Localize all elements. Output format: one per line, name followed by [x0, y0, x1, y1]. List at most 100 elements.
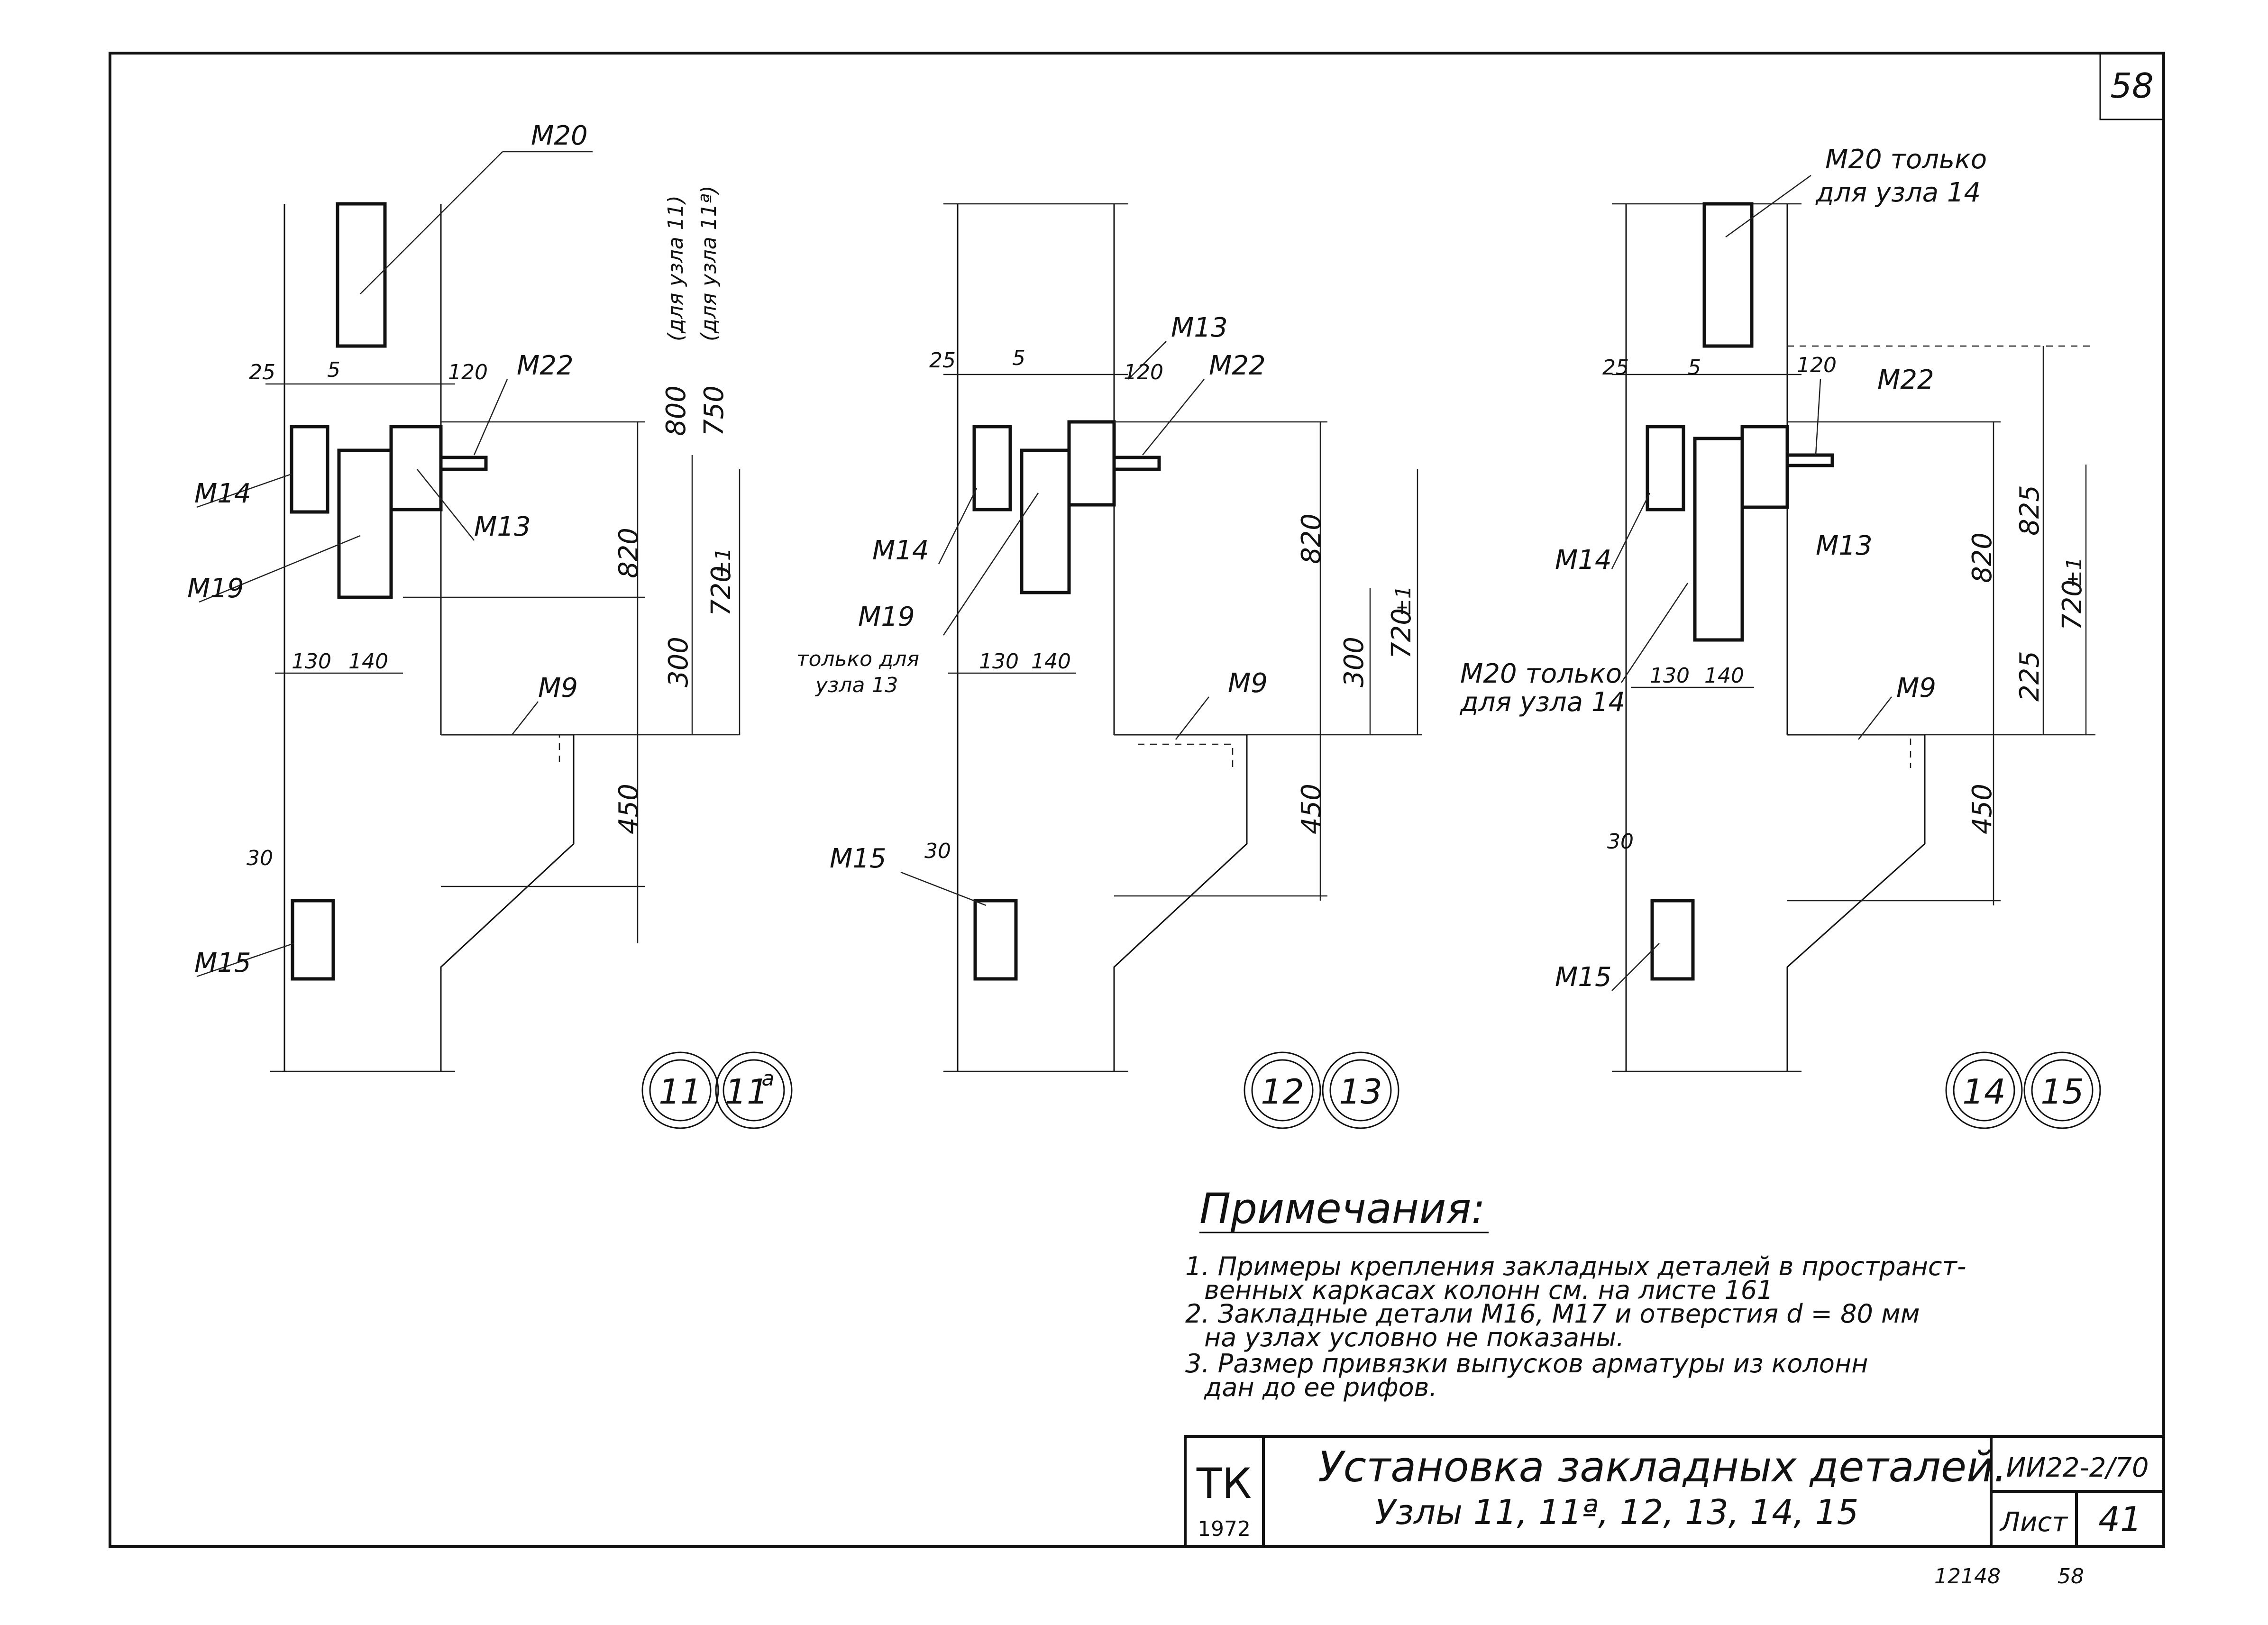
label-m9: M9 — [538, 673, 578, 703]
node-11-11a: M20 M14 M19 M13 M22 M9 M15 25 5 120 130 … — [187, 120, 793, 1129]
node-number-13: 13 — [1339, 1072, 1382, 1112]
label-m19: M19 — [187, 573, 244, 604]
dim-30: 30 — [924, 839, 951, 863]
dim-tolerance: ±1 — [2062, 557, 2086, 588]
plate-m13 — [1067, 420, 1116, 507]
leader-m22 — [1142, 379, 1205, 456]
dim-450: 450 — [1967, 784, 1998, 834]
leader-m9 — [1858, 696, 1892, 740]
rebar-m9 — [469, 734, 560, 768]
dim-820: 820 — [1967, 532, 1998, 583]
plate-m14 — [972, 425, 1012, 511]
corbel-outline — [1113, 734, 1248, 1071]
node-number-15: 15 — [2040, 1072, 2084, 1112]
side-note-node-11: (для узла 11) — [664, 195, 688, 341]
node-circle-11-inner — [649, 1059, 712, 1122]
node-circle-11a-inner — [722, 1059, 785, 1122]
label-m19-note-2: узла 13 — [814, 673, 898, 697]
plate-m20 — [1702, 202, 1754, 348]
dim-130: 130 — [292, 649, 331, 674]
plate-m15 — [973, 899, 1018, 981]
drawing-title-1: Установка закладных деталей. — [1318, 1442, 2007, 1491]
label-m15: M15 — [830, 843, 887, 874]
node-circle-13 — [1322, 1051, 1399, 1129]
plate-m22 — [1785, 453, 1834, 467]
label-m19-note-1: только для — [796, 647, 919, 671]
plate-m20 — [336, 202, 387, 348]
plate-m15 — [1650, 899, 1695, 981]
label-m14: M14 — [872, 535, 929, 566]
dim-30: 30 — [1607, 830, 1634, 854]
sheet-label: Лист — [1999, 1507, 2068, 1538]
leader-m15 — [196, 942, 294, 977]
sheet-number: 58 — [2110, 66, 2154, 106]
label-m13: M13 — [474, 511, 531, 542]
label-m15: M15 — [1555, 962, 1612, 993]
dim-120: 120 — [448, 360, 488, 384]
dim-25: 25 — [1602, 356, 1629, 380]
drawing-title-2: Узлы 11, 11ª, 12, 13, 14, 15 — [1375, 1492, 1858, 1532]
dim-450: 450 — [1296, 784, 1327, 834]
node-circle-11 — [641, 1051, 719, 1129]
label-m9: M9 — [1896, 673, 1936, 703]
corbel-outline — [440, 734, 575, 1071]
dim-5: 5 — [1688, 356, 1701, 380]
notes-title: Примечания: — [1199, 1184, 1485, 1233]
leader-m22 — [473, 379, 508, 456]
label-m22: M22 — [1209, 350, 1266, 381]
dim-720: 720 — [1386, 608, 1417, 659]
node-circle-12-inner — [1251, 1059, 1314, 1122]
node-14-15: M20 только для узла 14 M22 M14 M13 M20 т… — [1460, 144, 2101, 1129]
node-circle-15-inner — [2031, 1059, 2094, 1122]
node-circle-15 — [2023, 1051, 2101, 1129]
series-code: ИИ22-2/70 — [2006, 1452, 2149, 1483]
dim-825: 825 — [2014, 485, 2045, 536]
dim-820: 820 — [1296, 513, 1327, 564]
footer-archive-number: 12148 — [1934, 1564, 2001, 1588]
node-circle-11a — [715, 1051, 793, 1129]
dim-130: 130 — [979, 649, 1019, 674]
plate-m14 — [290, 425, 329, 514]
dim-120: 120 — [1124, 360, 1163, 384]
leader-m20 — [360, 151, 503, 294]
org-code: ТК — [1196, 1459, 1252, 1508]
label-m15: M15 — [194, 948, 251, 978]
leader-m19 — [942, 493, 1039, 636]
dim-720: 720 — [2057, 580, 2088, 630]
note-line-4: на узлах условно не показаны. — [1204, 1323, 1624, 1352]
leader-m13 — [417, 469, 475, 541]
rebar-m9 — [1816, 734, 1911, 768]
leader-m14 — [1611, 493, 1651, 569]
leader-m20-side — [1620, 583, 1689, 683]
note-line-6: дан до ее рифов. — [1204, 1372, 1437, 1402]
plate-m19 — [337, 448, 393, 599]
node-number-11: 11 — [658, 1072, 702, 1112]
side-note-node-11a: (для узла 11ª) — [697, 185, 721, 341]
plate-m13 — [389, 425, 443, 511]
leader-m9 — [1175, 696, 1209, 740]
sheet-frame — [109, 52, 2165, 1548]
leader-m15 — [1611, 943, 1660, 991]
dim-140: 140 — [1031, 649, 1071, 674]
dim-300: 300 — [1339, 637, 1370, 687]
note-line-2: венных каркасах колонн см. на листе 161 — [1204, 1275, 1774, 1305]
dim-820: 820 — [613, 528, 644, 578]
sheet-number-box — [2099, 52, 2165, 120]
plate-m22 — [439, 456, 488, 471]
dim-5: 5 — [327, 358, 340, 382]
node-circle-14 — [1945, 1051, 2023, 1129]
rebar-m9 — [1138, 743, 1234, 773]
plate-m14 — [1646, 425, 1685, 511]
dim-300: 300 — [663, 637, 694, 687]
label-m20-top-1: M20 только — [1825, 144, 1987, 175]
node-12-13: M13 M22 M14 M19 только для узла 13 M9 M1… — [796, 203, 1422, 1129]
label-m13: M13 — [1171, 312, 1228, 343]
label-m9: M9 — [1228, 668, 1268, 699]
label-m20: M20 — [531, 120, 588, 151]
notes-section: Примечания: 1. Примеры крепления закладн… — [1185, 1184, 1966, 1402]
plate-m22 — [1112, 456, 1161, 471]
dim-25: 25 — [929, 348, 956, 373]
dim-tolerance: ±1 — [1391, 585, 1416, 616]
dim-tolerance: ±1 — [711, 548, 735, 578]
dim-750: 750 — [699, 385, 730, 436]
